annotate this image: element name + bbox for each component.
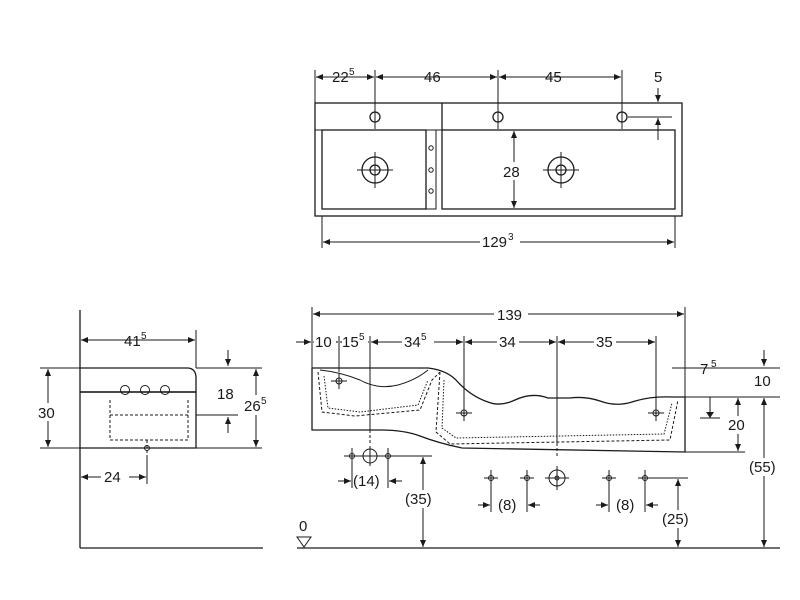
dim-width-label: 129 <box>482 234 507 251</box>
front-dim-f: 7 <box>700 361 708 378</box>
outlet-left <box>344 446 396 488</box>
dim-left-label: 22 <box>332 69 349 86</box>
floor-level-label: 0 <box>299 518 307 535</box>
floor-level-marker <box>296 536 312 548</box>
dim-edge-label: 5 <box>654 69 662 86</box>
side-dim-bottom: 24 <box>104 469 121 486</box>
front-tap-1 <box>331 373 347 389</box>
front-dim-a: 10 <box>315 334 332 351</box>
front-tap-3 <box>648 405 664 421</box>
front-dim-c: 34 <box>404 334 421 351</box>
side-dim-top-width-sup: 5 <box>141 331 147 342</box>
drain-right <box>543 152 579 188</box>
side-view: 41 5 30 18 26 5 24 <box>36 310 273 549</box>
front-dim-b: 15 <box>342 334 359 351</box>
outlet-mid <box>484 466 569 512</box>
front-dim-i: (55) <box>749 459 776 476</box>
right-basin <box>441 129 676 210</box>
side-dim-depth: 26 <box>244 398 261 415</box>
top-view: 22 5 46 45 5 28 129 3 <box>314 67 683 251</box>
front-dim-m: (8) <box>616 497 634 514</box>
dim-depth-label: 28 <box>503 164 520 181</box>
dim-mid1-label: 46 <box>424 69 441 86</box>
dim-width-sup: 3 <box>508 232 514 243</box>
front-dim-c-sup: 5 <box>421 332 427 343</box>
side-dim-height-total: 30 <box>38 405 55 422</box>
front-dim-j: (14) <box>353 473 380 490</box>
front-dim-n: (25) <box>662 511 689 528</box>
dim-mid2-label: 45 <box>545 69 562 86</box>
dim-left-sup: 5 <box>349 67 355 78</box>
front-dim-b-sup: 5 <box>359 332 365 343</box>
front-dim-h: 20 <box>728 417 745 434</box>
drain-left <box>357 152 393 188</box>
front-dim-g: 10 <box>754 373 771 390</box>
front-dim-k: (35) <box>405 491 432 508</box>
front-dim-e: 35 <box>596 334 613 351</box>
front-dim-f-sup: 5 <box>711 359 717 370</box>
front-dim-l: (8) <box>498 497 516 514</box>
front-tap-2 <box>456 405 472 421</box>
side-dim-top-width: 41 <box>124 333 141 350</box>
front-view: 0 139 <box>296 305 780 549</box>
front-dim-d: 34 <box>499 334 516 351</box>
outlet-right <box>602 470 688 512</box>
front-dim-total: 139 <box>497 307 522 324</box>
basin-body-outline <box>311 368 686 453</box>
side-dim-inner-height: 18 <box>217 386 234 403</box>
side-dim-depth-sup: 5 <box>261 396 267 407</box>
